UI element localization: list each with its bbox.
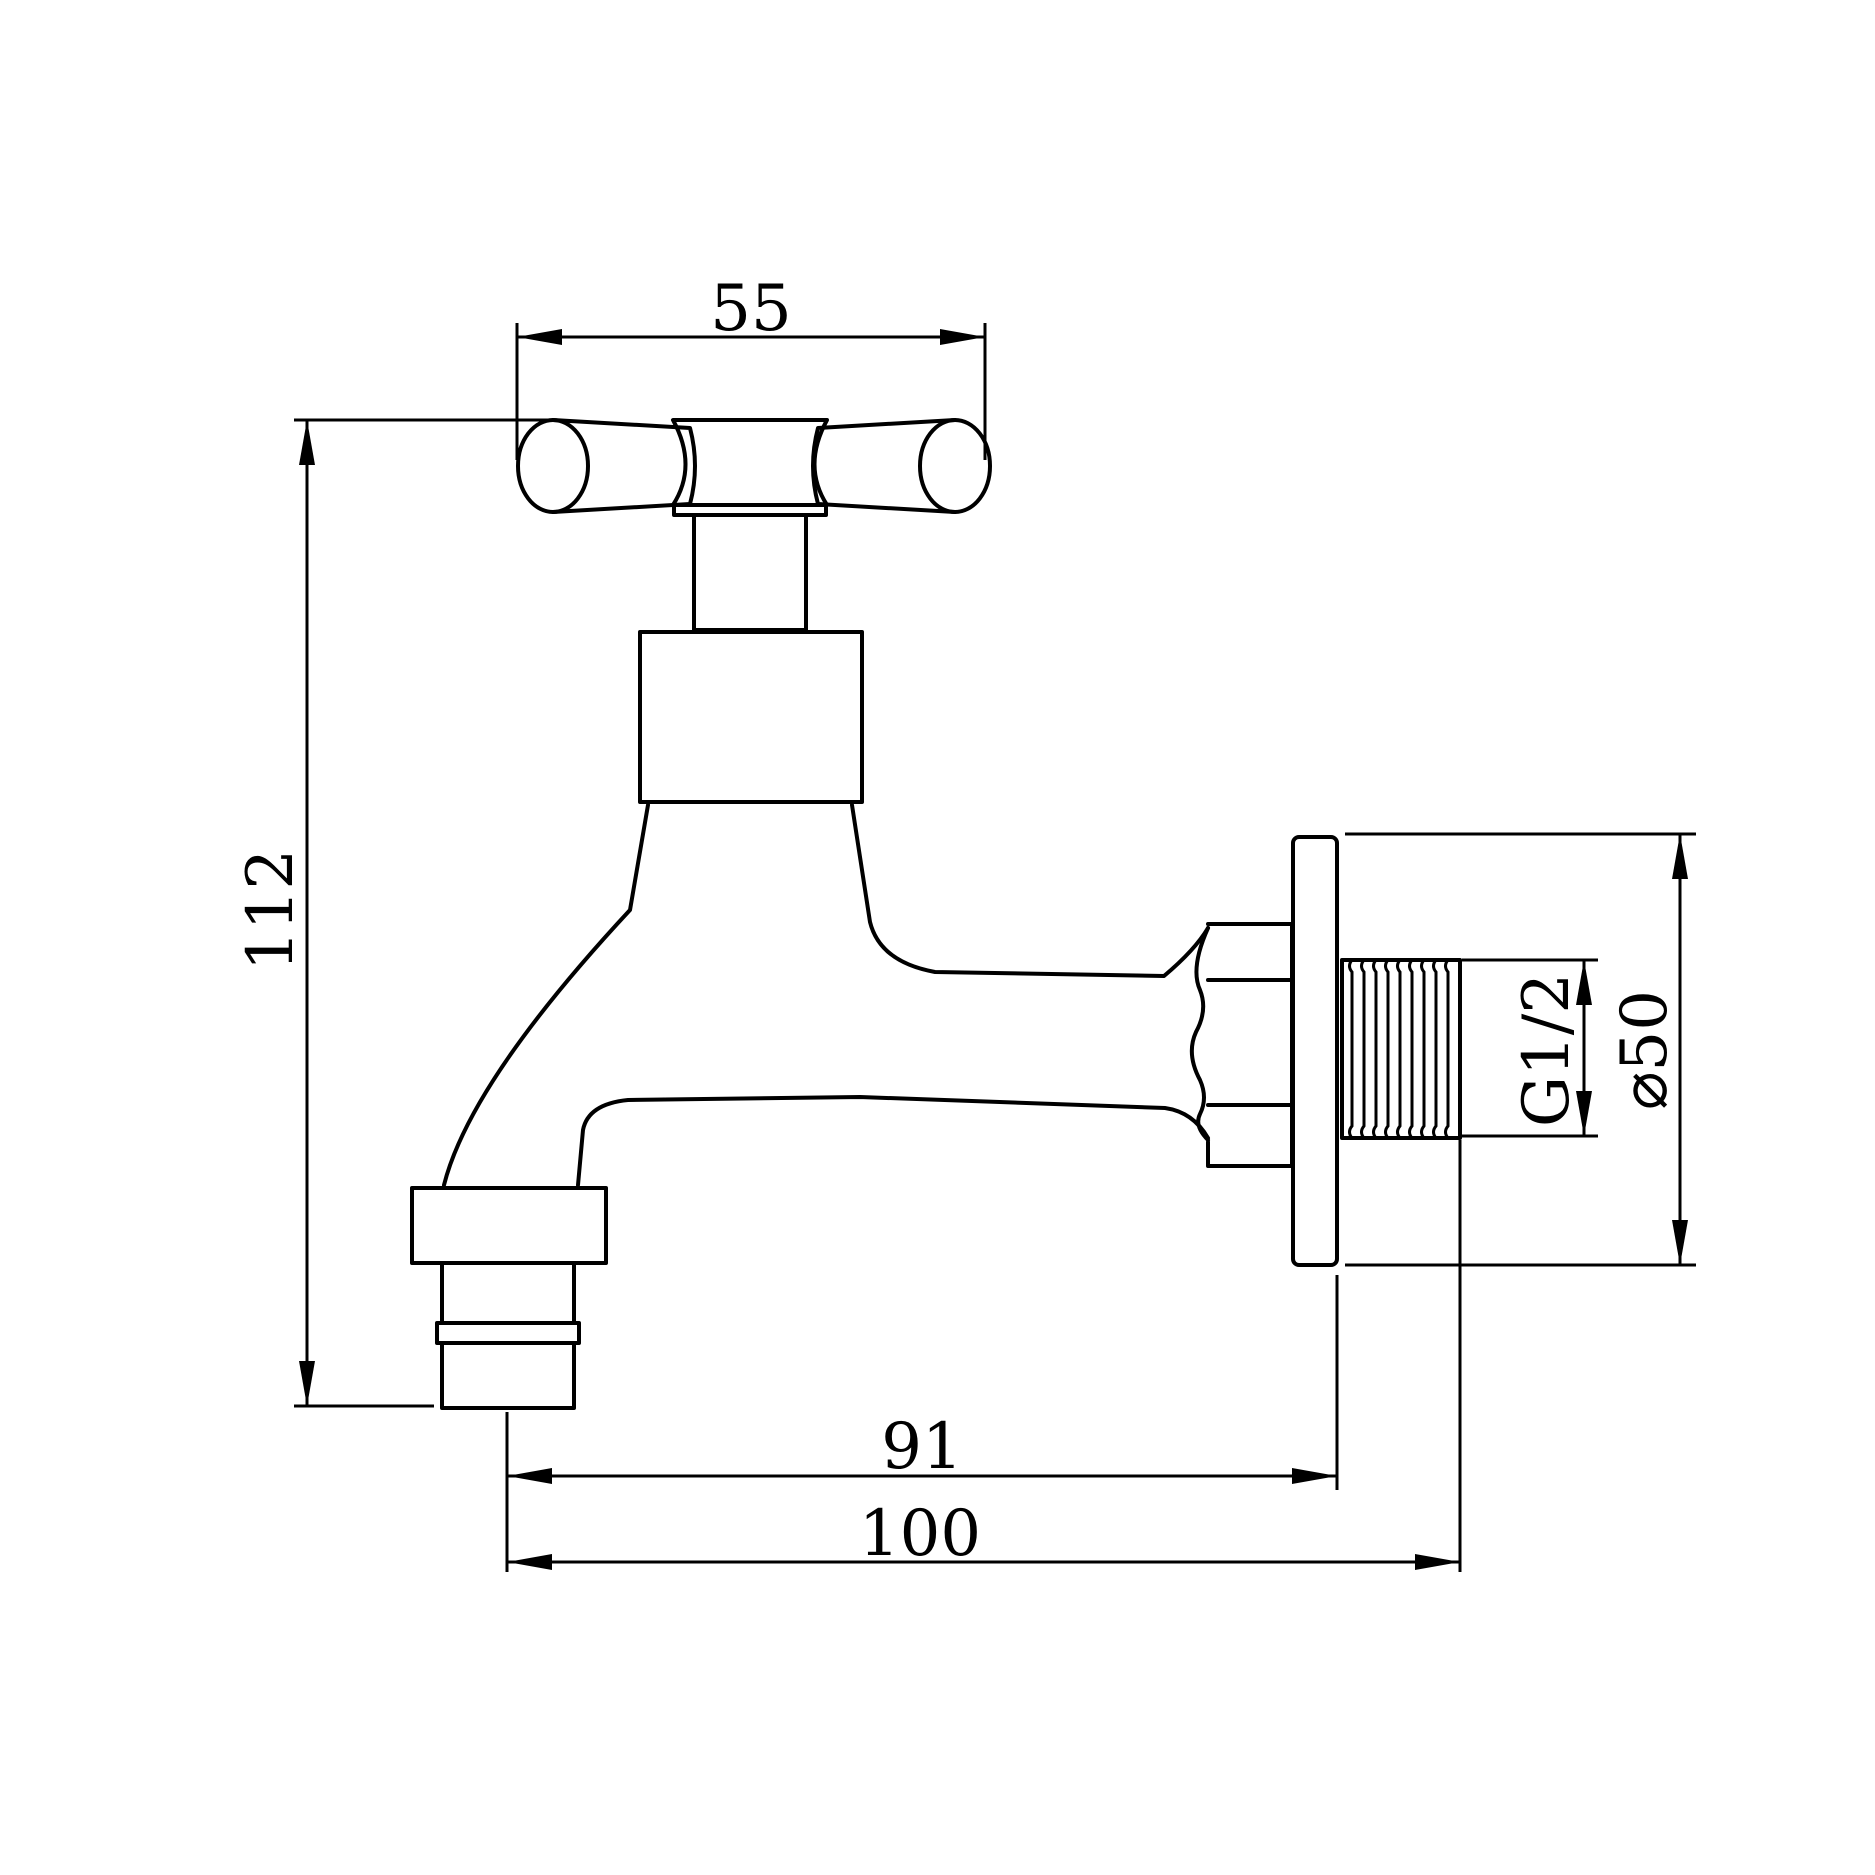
hose-outlet (410, 1186, 608, 1410)
arrowhead (1576, 960, 1592, 1005)
wall-flange (1291, 835, 1339, 1267)
arrowhead (1672, 834, 1688, 879)
thread-ridge (1384, 959, 1390, 1139)
thread-ridge (1408, 959, 1414, 1139)
outlet-ring (435, 1321, 581, 1345)
dimension-label-100: 100 (859, 1497, 981, 1571)
handle-right-arm (811, 418, 957, 514)
dimension-handle-width: 55 (515, 272, 987, 460)
arrowhead (299, 420, 315, 465)
dimension-total-height: 112 (234, 418, 556, 1408)
body-neck-profile (1189, 926, 1210, 1142)
arrowhead (517, 329, 562, 345)
handle-left-arm (551, 418, 697, 514)
handle-left-knob (516, 418, 590, 514)
thread-ridge (1432, 959, 1438, 1139)
arrowhead (1415, 1554, 1460, 1570)
handle-right-knob (918, 418, 992, 514)
thread-ridge (1396, 959, 1402, 1139)
thread-ridge (1372, 959, 1378, 1139)
dimension-label-55: 55 (710, 272, 791, 346)
thread-lines (1348, 959, 1450, 1139)
body-bottom-edge (576, 1095, 1210, 1187)
arrowhead (507, 1554, 552, 1570)
outlet-tip (440, 1341, 576, 1410)
hex-nut-outline (1206, 922, 1294, 1168)
hex-nut (1206, 922, 1294, 1168)
dimension-flange-diameter: ⌀50 (1345, 832, 1696, 1267)
dimension-projection-short: 91 (505, 1275, 1339, 1572)
dimension-thread: G1/2 (1462, 958, 1598, 1138)
outlet-collar (440, 1261, 576, 1325)
dimension-label-91: 91 (881, 1410, 962, 1484)
outlet-nut (410, 1186, 608, 1265)
threaded-inlet (1340, 958, 1462, 1140)
arrowhead (1576, 1091, 1592, 1136)
arrowhead (507, 1468, 552, 1484)
arrowhead (1292, 1468, 1337, 1484)
tap-body (442, 803, 1210, 1187)
arrowhead (1672, 1220, 1688, 1265)
body-front-edge (442, 803, 650, 1187)
body-top-edge (850, 803, 1210, 978)
dimension-label-112: 112 (234, 849, 308, 971)
arrowhead (940, 329, 985, 345)
thread-ridge (1420, 959, 1426, 1139)
valve-stem (692, 513, 808, 632)
thread-body (1340, 958, 1462, 1140)
cross-handle (516, 418, 992, 517)
dimension-projection-total: 100 (507, 1140, 1462, 1572)
bonnet-nut (638, 630, 864, 804)
dimension-label-thread: G1/2 (1510, 973, 1584, 1127)
thread-ridge (1360, 959, 1366, 1139)
dimension-label-diameter-50: ⌀50 (1608, 990, 1682, 1110)
arrowhead (299, 1361, 315, 1406)
thread-ridge (1444, 959, 1450, 1139)
thread-ridge (1348, 959, 1354, 1139)
